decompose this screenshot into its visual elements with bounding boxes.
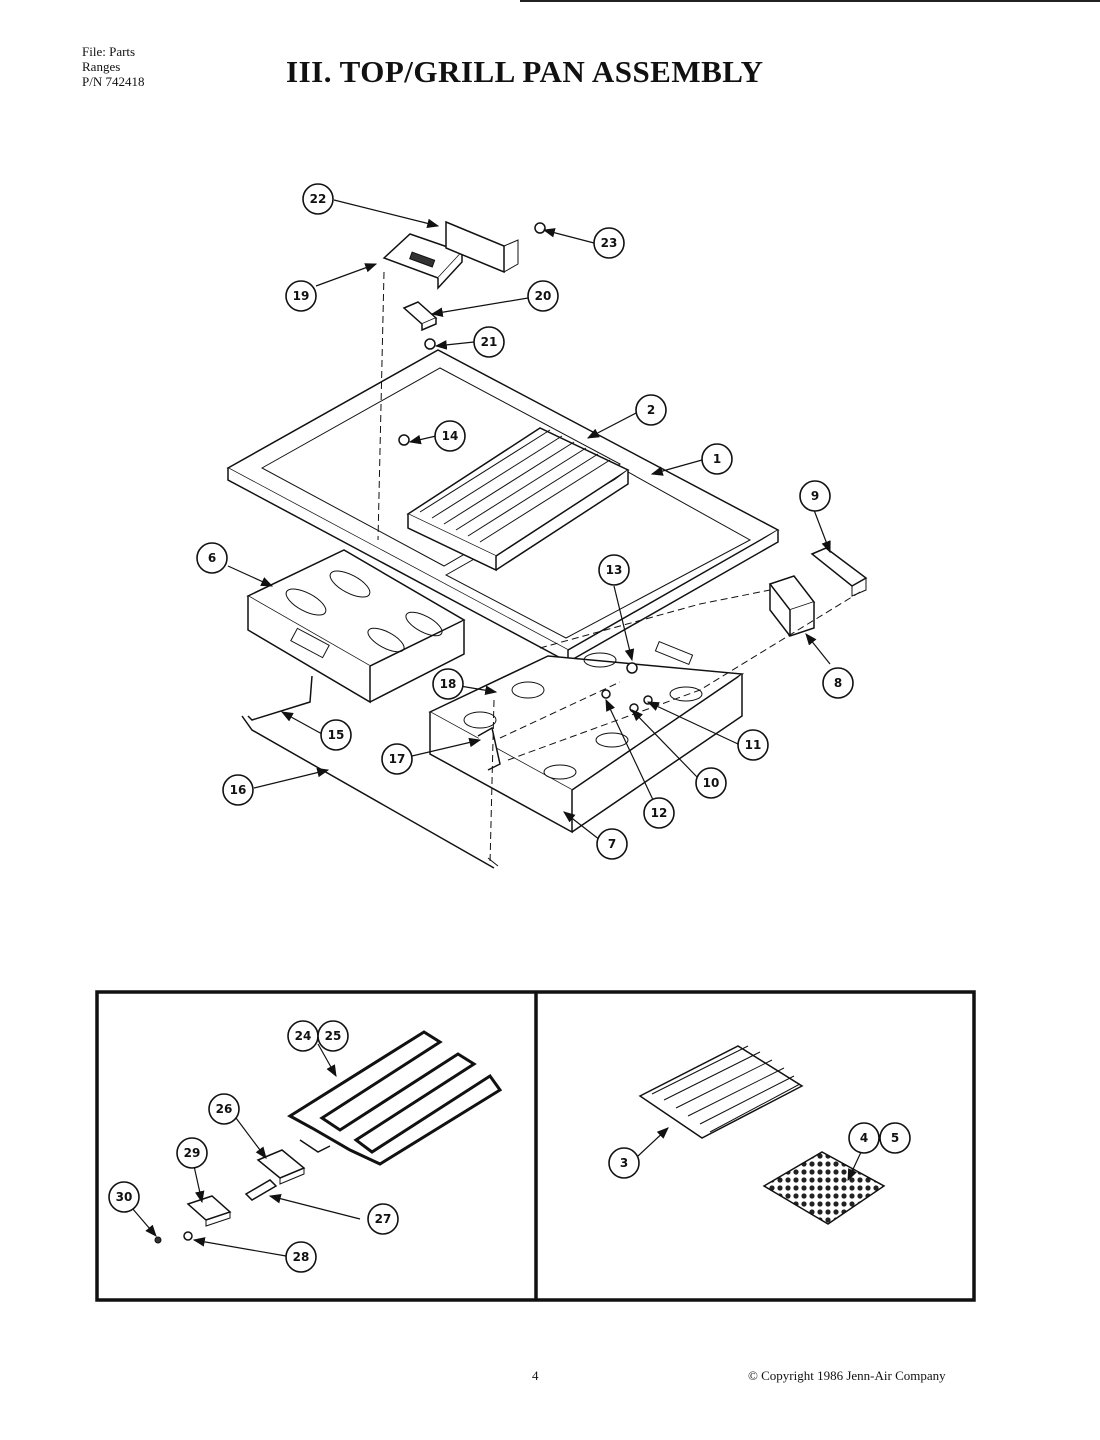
grill-pan-left [246,549,466,704]
callout-7: 7 [596,828,628,860]
svg-text:4: 4 [860,1131,868,1145]
svg-text:23: 23 [601,236,618,250]
callout-19: 19 [285,280,317,312]
page-number: 4 [532,1368,539,1383]
callout-30: 30 [108,1181,140,1213]
callout-20: 20 [527,280,559,312]
callout-16: 16 [222,774,254,806]
switch-screw [424,338,436,350]
element-bracket [186,1195,232,1227]
switch-nut [534,222,546,234]
svg-text:6: 6 [208,551,216,565]
svg-text:21: 21 [481,335,498,349]
callout-13: 13 [598,554,630,586]
svg-text:19: 19 [293,289,310,303]
svg-text:8: 8 [834,676,842,690]
element-nut [154,1236,162,1244]
svg-text:5: 5 [891,1131,899,1145]
callout-6: 6 [196,542,228,574]
callout-25: 25 [317,1020,349,1052]
svg-text:10: 10 [703,776,720,790]
heating-element [287,1030,503,1166]
file-line: File: Parts [82,44,136,59]
callout-29: 29 [176,1137,208,1169]
svg-text:30: 30 [116,1190,133,1204]
callout-18: 18 [432,668,464,700]
svg-text:9: 9 [811,489,819,503]
svg-text:17: 17 [389,752,406,766]
callout-26: 26 [208,1093,240,1125]
svg-text:20: 20 [535,289,552,303]
svg-text:26: 26 [216,1102,233,1116]
callout-8: 8 [822,667,854,699]
page-title: III. TOP/GRILL PAN ASSEMBLY [286,54,764,89]
switch-bracket [445,220,519,274]
callout-10: 10 [695,767,727,799]
callout-5: 5 [879,1122,911,1154]
svg-text:7: 7 [608,837,616,851]
callout-14: 14 [434,420,466,452]
grill-cover [406,427,630,572]
part-number-line: P/N 742418 [82,74,145,89]
grill-pan-right [428,640,745,834]
bracket-clip [810,547,868,597]
callout-15: 15 [320,719,352,751]
callout-11: 11 [737,729,769,761]
svg-text:18: 18 [440,677,457,691]
switch-body [402,301,438,332]
file-info: File: Parts Ranges P/N 742418 [82,44,144,89]
category-line: Ranges [82,59,121,74]
callout-21: 21 [473,326,505,358]
svg-text:29: 29 [184,1146,201,1160]
rock-grate [762,1151,886,1225]
callout-22: 22 [302,183,334,215]
svg-text:22: 22 [310,192,327,206]
svg-text:27: 27 [375,1212,392,1226]
svg-text:13: 13 [606,563,623,577]
callout-1: 1 [701,443,733,475]
callout-28: 28 [285,1241,317,1273]
svg-text:28: 28 [293,1250,310,1264]
svg-text:1: 1 [713,452,721,466]
svg-text:15: 15 [328,728,345,742]
callout-4: 4 [848,1122,880,1154]
svg-text:25: 25 [325,1029,342,1043]
copyright-notice: © Copyright 1986 Jenn-Air Company [748,1368,946,1383]
svg-text:14: 14 [442,429,459,443]
callout-27: 27 [367,1203,399,1235]
callout-12: 12 [643,797,675,829]
callout-9: 9 [799,480,831,512]
inset-frame [95,990,976,1302]
callout-23: 23 [593,227,625,259]
terminal-block [768,575,816,638]
element-terminal-block [256,1149,306,1185]
svg-text:2: 2 [647,403,655,417]
frame-screw [398,434,410,446]
svg-text:11: 11 [745,738,762,752]
svg-text:12: 12 [651,806,668,820]
element-clip [244,1179,278,1201]
svg-text:16: 16 [230,783,247,797]
callout-3: 3 [608,1147,640,1179]
callout-17: 17 [381,743,413,775]
grill-grate [638,1045,804,1139]
callout-24: 24 [287,1020,319,1052]
callout-2: 2 [635,394,667,426]
element-rod-short [247,675,313,721]
svg-text:3: 3 [620,1156,628,1170]
svg-text:24: 24 [295,1029,312,1043]
element-screw [183,1231,193,1241]
top-rule [520,0,1100,2]
